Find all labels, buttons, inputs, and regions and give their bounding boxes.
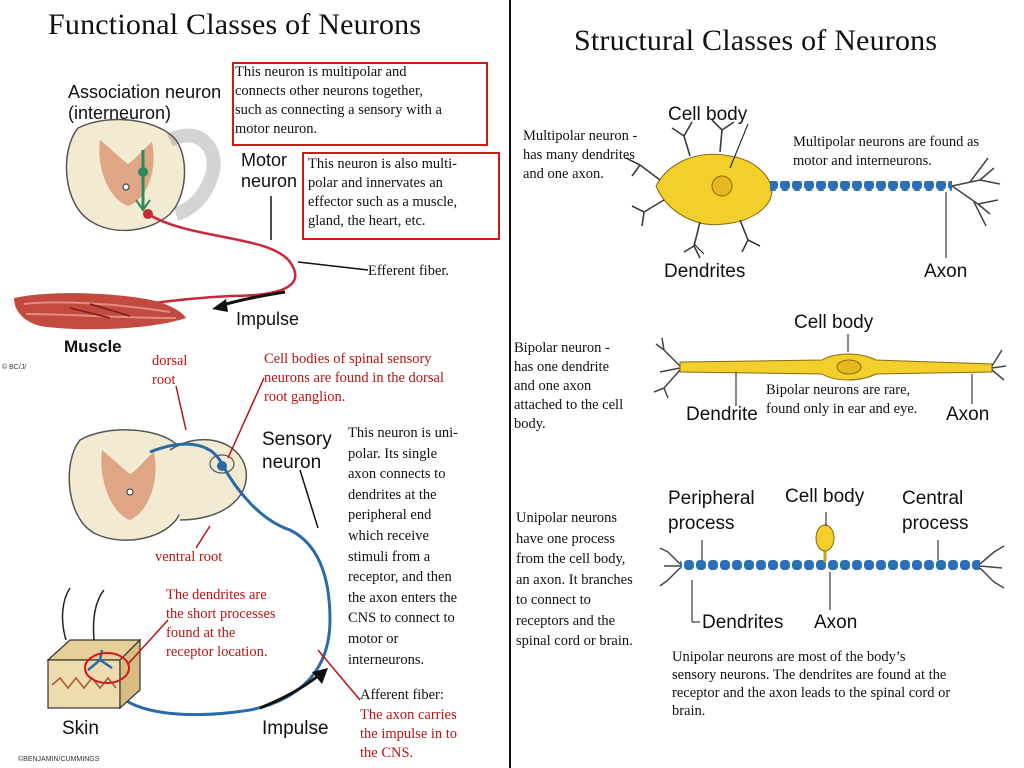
association-note-box (232, 62, 488, 146)
cell-bodies-note: Cell bodies of spinal sensory neurons ar… (264, 351, 444, 405)
bipolar-dendrite-label: Dendrite (686, 404, 758, 425)
bipolar-cell-body-label: Cell body (794, 312, 874, 333)
sensory-note: This neuron is uni- polar. Its single ax… (348, 425, 458, 668)
association-neuron-label: Association neuron (interneuron) (68, 82, 222, 123)
copyright-bottom: ©BENJAMIN/CUMMINGS (18, 756, 100, 763)
right-title: Structural Classes of Neurons (574, 24, 938, 57)
impulse-label-bottom: Impulse (262, 718, 329, 739)
multipolar-neuron-graphic (625, 119, 1001, 259)
motor-neuron-label: Motor neuron (241, 150, 298, 191)
unipolar-desc: Unipolar neurons have one process from t… (516, 510, 633, 649)
multipolar-desc: Multipolar neuron - has many dendrites a… (523, 128, 638, 182)
skin-block (46, 587, 142, 710)
sensory-cell-body (217, 461, 227, 471)
sensory-neuron-label: Sensory neuron (262, 429, 332, 473)
sensory-label-pointer (299, 469, 319, 529)
unipolar-dendrites-label: Dendrites (702, 612, 784, 633)
spinal-cord-top (65, 118, 221, 232)
copyright-small: © BC/J/ (2, 364, 27, 371)
unipolar-axon-label: Axon (814, 612, 858, 633)
spinal-cord-bottom (68, 429, 248, 541)
afferent-pointer (317, 649, 361, 701)
motor-cell-body (143, 209, 153, 219)
bipolar-note: Bipolar neurons are rare, found only in … (766, 382, 918, 417)
muscle-graphic (14, 293, 186, 330)
multipolar-note: Multipolar neurons are found as motor an… (793, 134, 980, 169)
impulse-arrow-bottom (259, 674, 319, 710)
unipolar-note: Unipolar neurons are most of the body’s … (672, 649, 951, 719)
efferent-pointer (297, 261, 369, 271)
cell-bodies-pointer (227, 377, 265, 459)
peripheral-process-label: Peripheral process (668, 488, 755, 534)
unipolar-neuron-graphic (659, 512, 1005, 623)
bipolar-desc: Bipolar neuron - has one dendrite and on… (514, 340, 624, 432)
afferent-note: The axon carries the impulse in to the C… (360, 707, 458, 761)
ventral-root-label: ventral root (155, 549, 223, 565)
dendrites-note: The dendrites are the short processes fo… (166, 587, 276, 660)
unipolar-cell-body-label: Cell body (785, 486, 865, 507)
motor-note: This neuron is also multi- polar and inn… (308, 156, 458, 229)
skin-label: Skin (62, 718, 99, 739)
bipolar-neuron-graphic (653, 334, 1007, 406)
multipolar-axon-label: Axon (924, 261, 968, 282)
ventral-root-pointer (195, 525, 211, 549)
dorsal-root-label: dorsal root (152, 353, 188, 388)
dorsal-root-pointer (175, 385, 187, 431)
left-title: Functional Classes of Neurons (48, 8, 422, 41)
efferent-fiber-label: Efferent fiber. (368, 263, 450, 279)
dendrites-pointer (127, 619, 169, 665)
afferent-fiber-label: Afferent fiber: (360, 687, 444, 703)
motor-note-box (302, 152, 500, 240)
multipolar-dendrites-label: Dendrites (664, 261, 746, 282)
impulse-label-top: Impulse (236, 309, 300, 329)
central-process-label: Central process (902, 488, 969, 534)
association-note: This neuron is multipolar and connects o… (235, 64, 442, 137)
bipolar-axon-label: Axon (946, 404, 990, 425)
muscle-label: Muscle (64, 337, 122, 356)
motor-fiber (139, 212, 297, 307)
multipolar-cell-body-label: Cell body (668, 104, 748, 125)
association-neuron (135, 150, 151, 212)
